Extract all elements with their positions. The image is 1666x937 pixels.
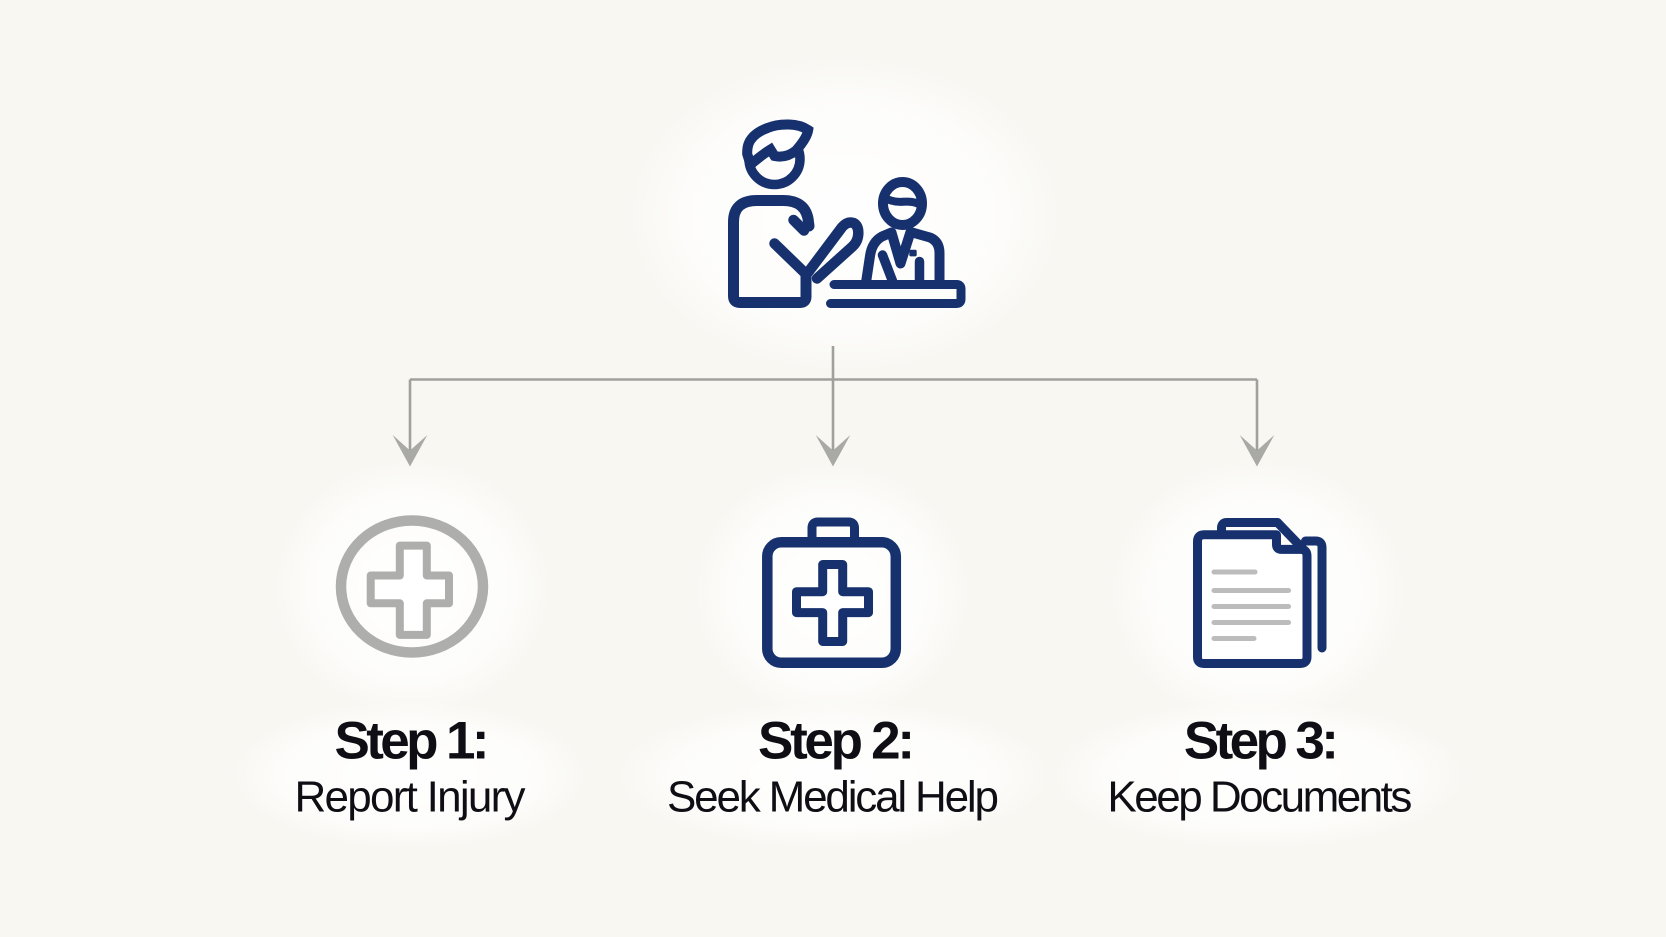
- svg-text:Report Injury: Report Injury: [295, 773, 526, 822]
- svg-text:Step 1:: Step 1:: [335, 712, 490, 771]
- svg-text:Step 3:: Step 3:: [1184, 712, 1339, 771]
- svg-text:Seek Medical Help: Seek Medical Help: [667, 773, 999, 822]
- svg-text:Keep Documents: Keep Documents: [1107, 773, 1412, 822]
- svg-text:Step 2:: Step 2:: [758, 712, 915, 771]
